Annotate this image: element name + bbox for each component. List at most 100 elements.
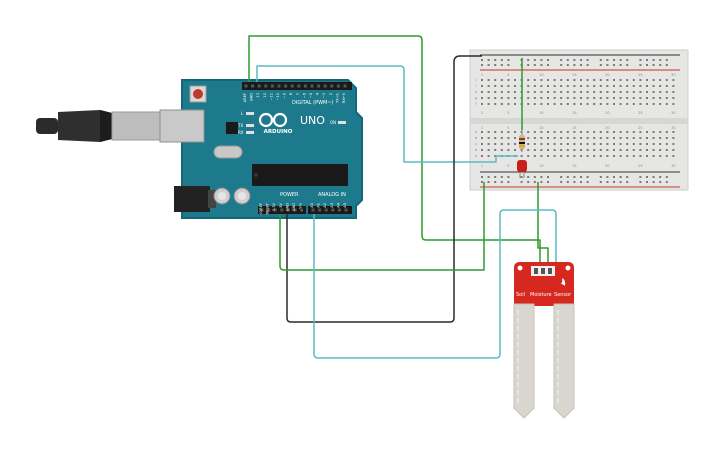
breadboard-hole: [540, 59, 543, 61]
breadboard-hole: [672, 91, 675, 93]
breadboard-hole: [520, 176, 523, 178]
breadboard-hole: [626, 131, 629, 133]
breadboard-letter: a: [475, 154, 477, 158]
breadboard-hole: [553, 85, 556, 87]
breadboard-hole: [606, 79, 609, 81]
pin-label: 12: [263, 93, 267, 98]
breadboard-hole: [606, 137, 609, 139]
breadboard-hole: [580, 155, 582, 157]
breadboard-hole: [481, 103, 483, 105]
breadboard-hole: [487, 155, 490, 157]
pin-label: ~3: [322, 93, 326, 98]
breadboard-hole: [599, 79, 602, 81]
breadboard-hole: [665, 85, 668, 87]
pin-label: 8: [289, 92, 293, 95]
breadboard-letter: d: [475, 136, 477, 140]
breadboard-letter: e: [475, 130, 477, 134]
breadboard-hole: [487, 181, 490, 183]
breadboard-hole: [527, 103, 530, 105]
breadboard-hole: [487, 103, 490, 105]
breadboard-hole: [547, 91, 549, 93]
breadboard-hole: [507, 131, 510, 133]
breadboard-hole: [619, 131, 622, 133]
breadboard-hole: [547, 137, 549, 139]
breadboard-hole: [613, 181, 615, 183]
breadboard-hole: [619, 176, 622, 178]
breadboard-hole: [586, 155, 589, 157]
breadboard-hole: [606, 176, 609, 178]
breadboard-hole: [619, 79, 622, 81]
wire-green-rail-to-sensor: [537, 182, 549, 262]
breadboard-hole: [593, 103, 596, 105]
breadboard-hole: [514, 131, 516, 133]
header-pin: [277, 84, 281, 88]
breadboard-hole: [646, 79, 648, 81]
breadboard-hole: [533, 91, 536, 93]
pin-label: ~10: [276, 92, 280, 100]
pin-label: TX→1: [335, 93, 339, 104]
breadboard-hole: [593, 155, 596, 157]
crystal: [213, 145, 243, 159]
breadboard-number: 5: [507, 111, 509, 115]
breadboard-hole: [540, 149, 543, 151]
breadboard-hole: [560, 64, 563, 66]
breadboard-hole: [672, 137, 675, 139]
breadboard-number: 1: [481, 126, 483, 130]
breadboard-number: 15: [572, 164, 576, 168]
breadboard-hole: [613, 103, 615, 105]
breadboard-hole: [639, 131, 642, 133]
breadboard-hole: [613, 85, 615, 87]
breadboard-hole: [665, 64, 668, 66]
breadboard-hole: [494, 176, 497, 178]
breadboard-hole: [560, 176, 563, 178]
breadboard-hole: [639, 181, 642, 183]
breadboard-hole: [632, 97, 635, 99]
breadboard-hole: [533, 149, 536, 151]
header-pin: [251, 84, 255, 88]
breadboard-hole: [613, 131, 615, 133]
breadboard-hole: [514, 91, 516, 93]
breadboard-hole: [481, 181, 483, 183]
header-pin: [330, 84, 334, 88]
breadboard-hole: [632, 85, 635, 87]
breadboard-hole: [494, 59, 497, 61]
header-pin: [290, 84, 294, 88]
breadboard-hole: [566, 149, 569, 151]
breadboard-hole: [593, 143, 596, 145]
power-header-label: POWER: [280, 192, 299, 198]
breadboard-hole: [481, 59, 483, 61]
breadboard-hole: [540, 97, 543, 99]
breadboard-hole: [665, 79, 668, 81]
header-pin: [337, 208, 341, 212]
breadboard-number: 20: [605, 111, 609, 115]
pin-label: ~5: [309, 93, 313, 98]
breadboard-hole: [540, 131, 543, 133]
breadboard-hole: [533, 59, 536, 61]
breadboard-number: 1: [481, 73, 483, 77]
breadboard-hole: [632, 131, 635, 133]
breadboard-hole: [507, 176, 510, 178]
pin-label: A0: [310, 202, 314, 207]
breadboard-hole: [580, 176, 582, 178]
breadboard-hole: [599, 137, 602, 139]
breadboard-hole: [586, 91, 589, 93]
sparkfun-flame-icon: [561, 278, 566, 286]
header-pin: [324, 208, 328, 212]
breadboard-hole: [606, 181, 609, 183]
breadboard-hole: [573, 59, 576, 61]
arduino-logo-icon: [258, 112, 288, 128]
breadboard-hole: [599, 97, 602, 99]
breadboard-hole: [494, 143, 497, 145]
header-pin: [343, 84, 347, 88]
breadboard-hole: [487, 79, 490, 81]
header-pin: [264, 84, 268, 88]
pin-label: ~11: [269, 93, 273, 101]
breadboard-hole: [586, 97, 589, 99]
breadboard-hole: [514, 137, 516, 139]
sensor-prong-right: [553, 303, 575, 419]
header-pin: [297, 84, 301, 88]
breadboard-hole: [626, 181, 629, 183]
breadboard-hole: [606, 59, 609, 61]
pin-label: 5V: [279, 202, 283, 207]
